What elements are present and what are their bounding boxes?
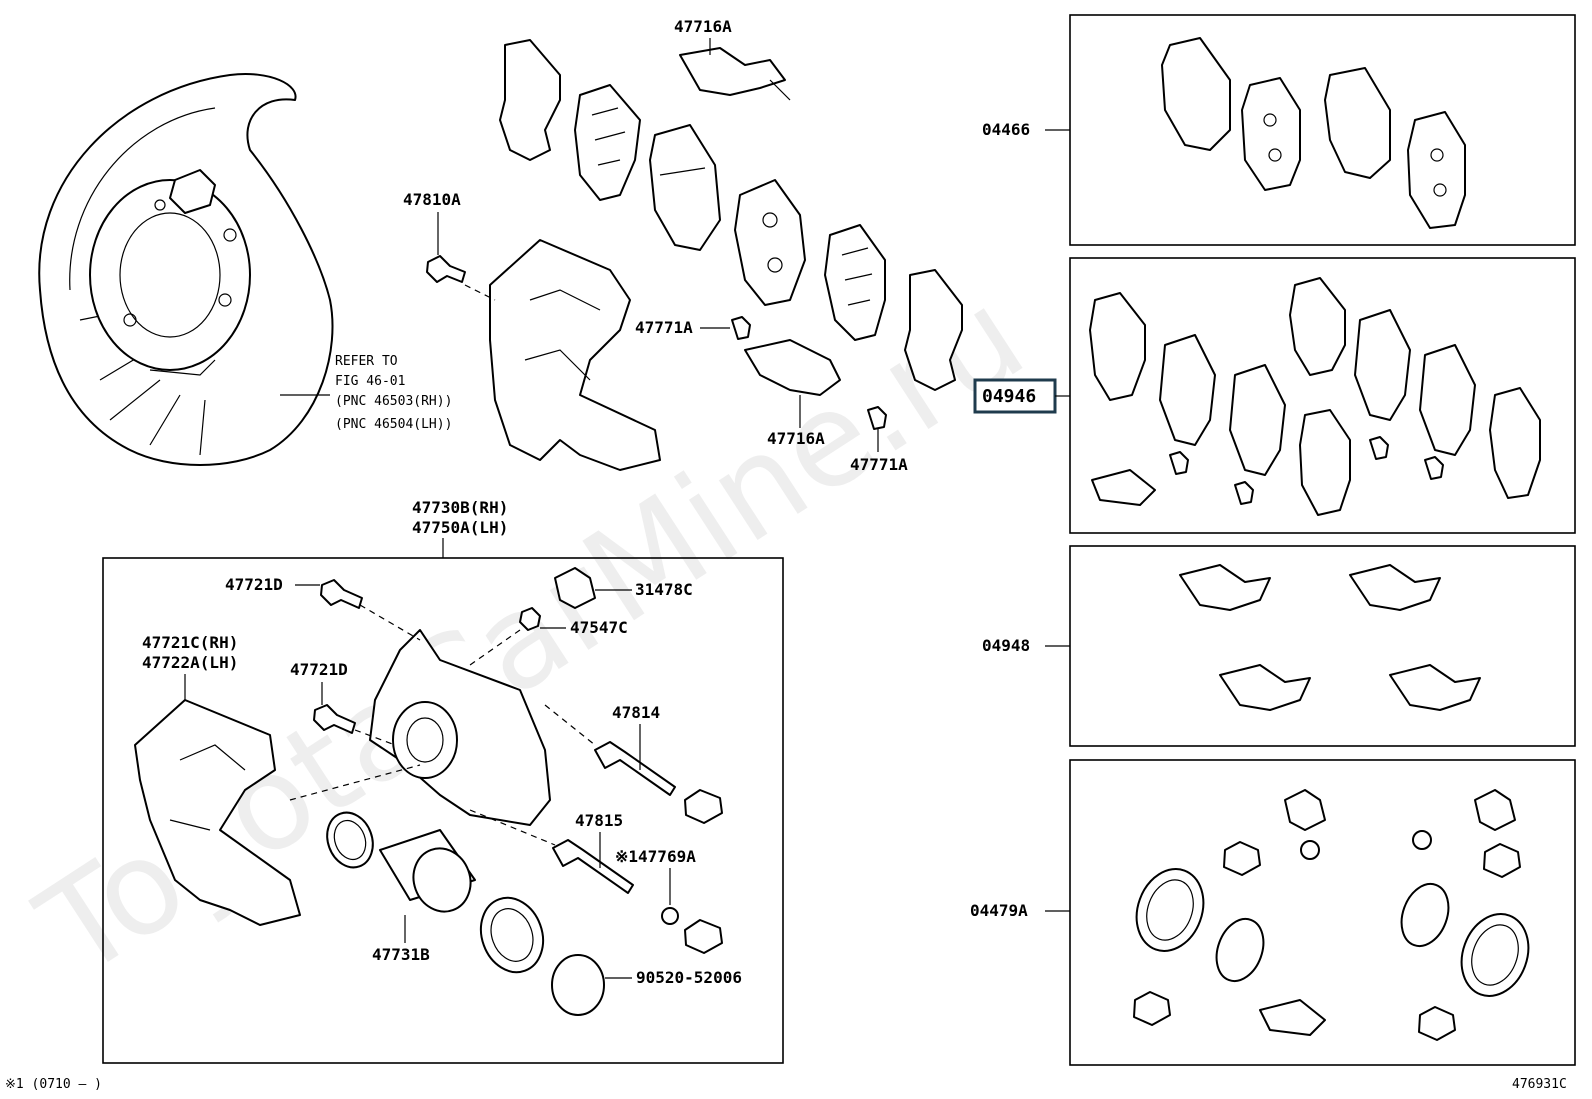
bleeder-plug-cap [554,567,596,609]
label-47721D-b: 47721D [290,660,348,679]
kit-04948-springs [1179,564,1481,711]
dust-shield [38,73,334,466]
brake-pad-top [649,124,721,251]
kit-label-04466: 04466 [982,120,1030,139]
caliper-assembly-frame [102,557,784,1064]
label-47731B: 47731B [372,945,430,964]
pad-clip-low [867,406,887,430]
piston-seal-ring [326,811,374,869]
label-47721C: 47721C(RH) [142,633,238,652]
refer-note-line3: (PNC 46503(RH)) [335,394,452,409]
label-47771A-low: 47771A [850,455,908,474]
kit-label-04479A: 04479A [970,901,1028,920]
label-47814: 47814 [612,703,660,722]
label-47716A-top: 47716A [674,17,732,36]
pad-shim-top-2 [574,84,641,201]
pad-shim-top-6 [904,269,963,391]
label-47815: 47815 [575,811,623,830]
kit-04466-pads [1161,37,1466,229]
guide-bolt-mid [313,704,356,734]
bleeder-plug [519,607,541,631]
pad-clip-mid [731,316,751,340]
label-47730B: 47730B(RH) [412,498,508,517]
label-47722A: 47722A(LH) [142,653,238,672]
label-47769A: ※147769A [615,847,696,866]
pad-shim-top-5 [824,224,886,341]
slide-pin-47815 [552,839,634,894]
refer-note-line4: (PNC 46504(LH)) [335,417,452,432]
refer-note-line1: REFER TO [335,354,398,369]
footnote: ※1 (0710 – ) [5,1077,102,1092]
figure-id: 476931C [1512,1077,1567,1092]
caliper-body [369,629,551,826]
bracket-bolt [426,255,466,283]
slide-pin-47814 [594,741,723,824]
boot-47769A [661,907,723,954]
label-47716A-mid: 47716A [767,429,825,448]
pad-shim-top-left [499,39,561,161]
anti-rattle-spring-mid [744,339,841,396]
cylinder-boot [479,896,545,974]
kit-04946-shims [1089,277,1541,516]
pad-shim-top-4 [734,179,806,306]
kit-label-04946-highlight[interactable] [973,378,1057,414]
label-47750A: 47750A(LH) [412,518,508,537]
kit-box-04466 [1069,14,1576,246]
label-47547C: 47547C [570,618,628,637]
label-31478C: 31478C [635,580,693,599]
caliper-bracket-lower [134,699,301,926]
label-47721D-a: 47721D [225,575,283,594]
kit-box-04948 [1069,545,1576,747]
anti-rattle-spring-top [679,47,791,101]
kit-04479A-seals [1133,789,1530,1041]
kit-label-04948: 04948 [982,636,1030,655]
label-47810A: 47810A [403,190,461,209]
bleeder-bolt-upper [320,579,363,609]
caliper-mounting-bracket [489,239,661,471]
refer-note-line2: FIG 46-01 [335,374,405,389]
kit-label-04946[interactable]: 04946 [982,386,1036,407]
kit-box-04479A [1069,759,1576,1066]
label-47771A-mid: 47771A [635,318,693,337]
label-90520: 90520-52006 [636,968,742,987]
piston-oring [551,954,605,1016]
caliper-piston [379,829,476,913]
